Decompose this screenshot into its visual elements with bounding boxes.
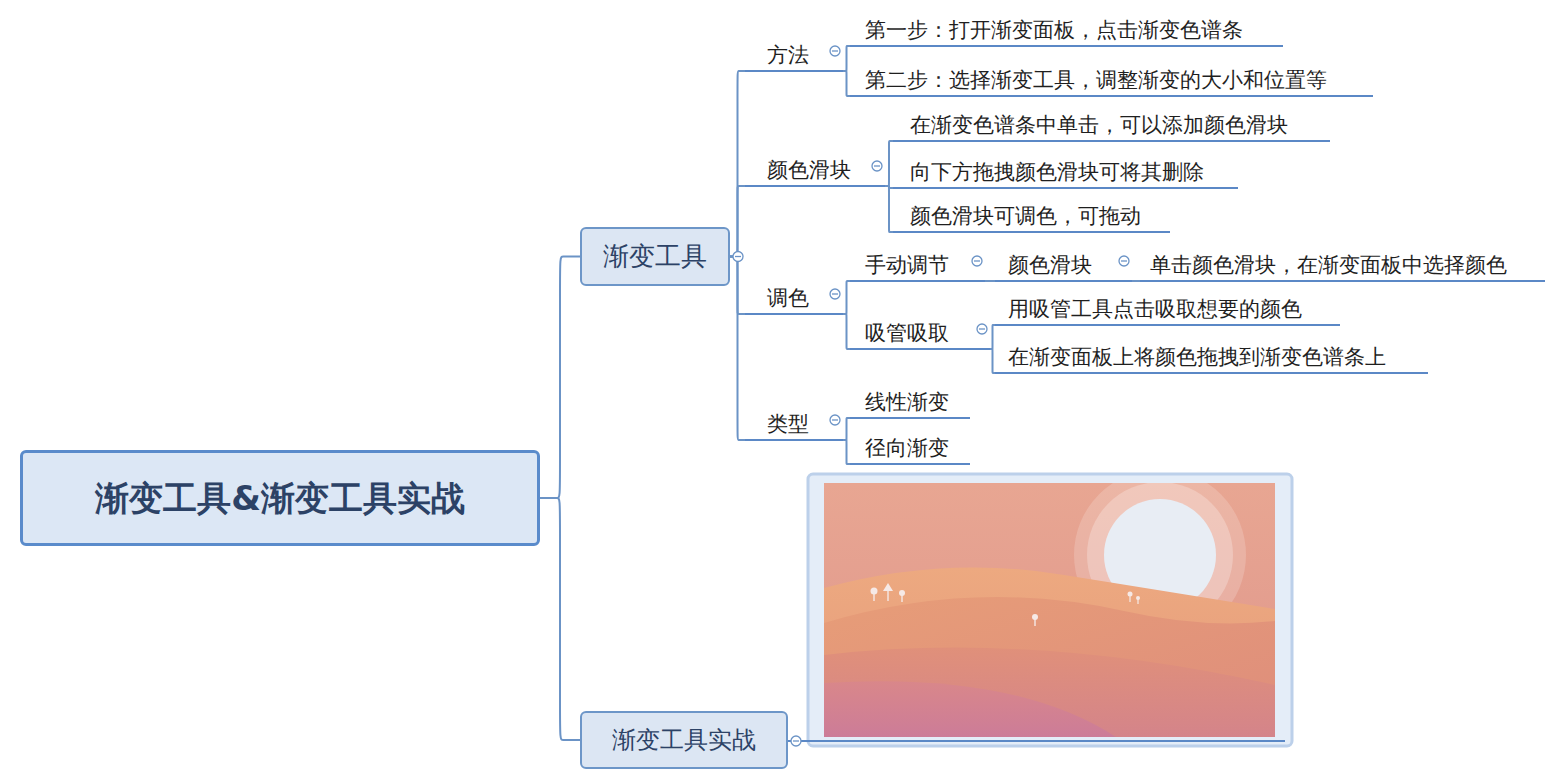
collapse-toggle [1119, 256, 1129, 266]
branch-connector [843, 281, 850, 314]
toggle-minus [1121, 260, 1127, 261]
topic-text: 在渐变面板上将颜色拖拽到渐变色谱条上 [1008, 342, 1386, 372]
topic-text: 用吸管工具点击吸取想要的颜色 [1008, 294, 1302, 324]
topic-label: 颜色滑块 [745, 155, 885, 187]
topic-text: 单击颜色滑块，在渐变面板中选择颜色 [1150, 250, 1507, 280]
branch-connector [540, 498, 580, 740]
topic-text: 在渐变色谱条中单击，可以添加颜色滑块 [910, 110, 1288, 140]
branch-connector [730, 186, 745, 257]
topic-text: 向下方拖拽颜色滑块可将其删除 [910, 157, 1204, 187]
topic-label: 颜色滑块 [995, 250, 1132, 282]
topic-label: 径向渐变 [850, 433, 970, 465]
branch-connector [843, 46, 850, 71]
collapse-toggle [830, 415, 840, 425]
topic-label: 手动调节 [850, 250, 985, 282]
toggle-minus [874, 165, 880, 166]
topic-label: 方法 [745, 40, 843, 72]
collapse-toggle [872, 161, 882, 171]
branch-connector [730, 257, 745, 441]
topic-label: 用吸管工具点击吸取想要的颜色 [995, 294, 1340, 326]
picture-frame [808, 469, 1292, 746]
topic-label: 吸管吸取 [850, 318, 990, 350]
topic-text: 线性渐变 [865, 387, 949, 417]
topic-label: 在渐变色谱条中单击，可以添加颜色滑块 [893, 110, 1330, 142]
toggle-circle [972, 256, 982, 266]
topic-label: 第一步：打开渐变面板，点击渐变色谱条 [850, 15, 1283, 47]
topic-text: 颜色滑块 [1008, 250, 1092, 280]
collapse-toggle [733, 252, 743, 262]
topic-text: 颜色滑块 [767, 155, 851, 185]
main-topic: 渐变工具实战 [580, 711, 788, 769]
topic-label: 单击颜色滑块，在渐变面板中选择颜色 [1140, 250, 1545, 282]
landscape-picture [824, 483, 1275, 737]
central-topic: 渐变工具&渐变工具实战 [20, 450, 540, 546]
topic-text: 类型 [767, 409, 809, 439]
toggle-minus [832, 293, 838, 294]
branch-connector [985, 280, 995, 282]
topic-label: 颜色滑块可调色，可拖动 [893, 201, 1170, 233]
branch-connector [885, 141, 893, 186]
toggle-minus [974, 260, 980, 261]
toggle-circle [872, 161, 882, 171]
main-topic: 渐变工具 [580, 227, 730, 286]
topic-label: 类型 [745, 409, 843, 441]
topic-text: 方法 [767, 40, 809, 70]
topic-underline [788, 740, 1285, 742]
toggle-circle [1119, 256, 1129, 266]
topic-label: 线性渐变 [850, 387, 970, 419]
toggle-circle [733, 252, 743, 262]
toggle-circle [830, 289, 840, 299]
topic-text: 渐变工具实战 [612, 726, 756, 755]
topic-text: 第一步：打开渐变面板，点击渐变色谱条 [865, 15, 1243, 45]
branch-connector [885, 186, 893, 232]
toggle-minus [979, 328, 985, 329]
branch-connector [843, 440, 850, 464]
collapse-toggle [791, 736, 801, 746]
branch-connector [843, 71, 850, 96]
topic-label: 第二步：选择渐变工具，调整渐变的大小和位置等 [850, 65, 1373, 97]
branch-connector [730, 71, 745, 257]
topic-label: 在渐变面板上将颜色拖拽到渐变色谱条上 [995, 342, 1428, 374]
collapse-toggle [830, 46, 840, 56]
topic-text: 渐变工具 [603, 241, 707, 272]
toggle-circle [830, 46, 840, 56]
branch-connector [540, 257, 580, 499]
branch-connector [843, 314, 850, 349]
toggle-minus [832, 50, 838, 51]
topic-text: 手动调节 [865, 250, 949, 280]
branch-connector [1132, 280, 1140, 282]
toggle-minus [832, 419, 838, 420]
collapse-toggle [972, 256, 982, 266]
topic-label: 向下方拖拽颜色滑块可将其删除 [893, 157, 1238, 189]
topic-label: 调色 [745, 283, 843, 315]
topic-text: 渐变工具&渐变工具实战 [95, 478, 465, 519]
toggle-circle [977, 324, 987, 334]
topic-text: 径向渐变 [865, 433, 949, 463]
collapse-toggle [977, 324, 987, 334]
branch-connector [843, 418, 850, 440]
collapse-toggle [830, 289, 840, 299]
topic-text: 颜色滑块可调色，可拖动 [910, 201, 1141, 231]
topic-text: 吸管吸取 [865, 318, 949, 348]
topic-text: 调色 [767, 283, 809, 313]
topic-text: 第二步：选择渐变工具，调整渐变的大小和位置等 [865, 65, 1327, 95]
toggle-minus [735, 256, 741, 257]
toggle-circle [830, 415, 840, 425]
